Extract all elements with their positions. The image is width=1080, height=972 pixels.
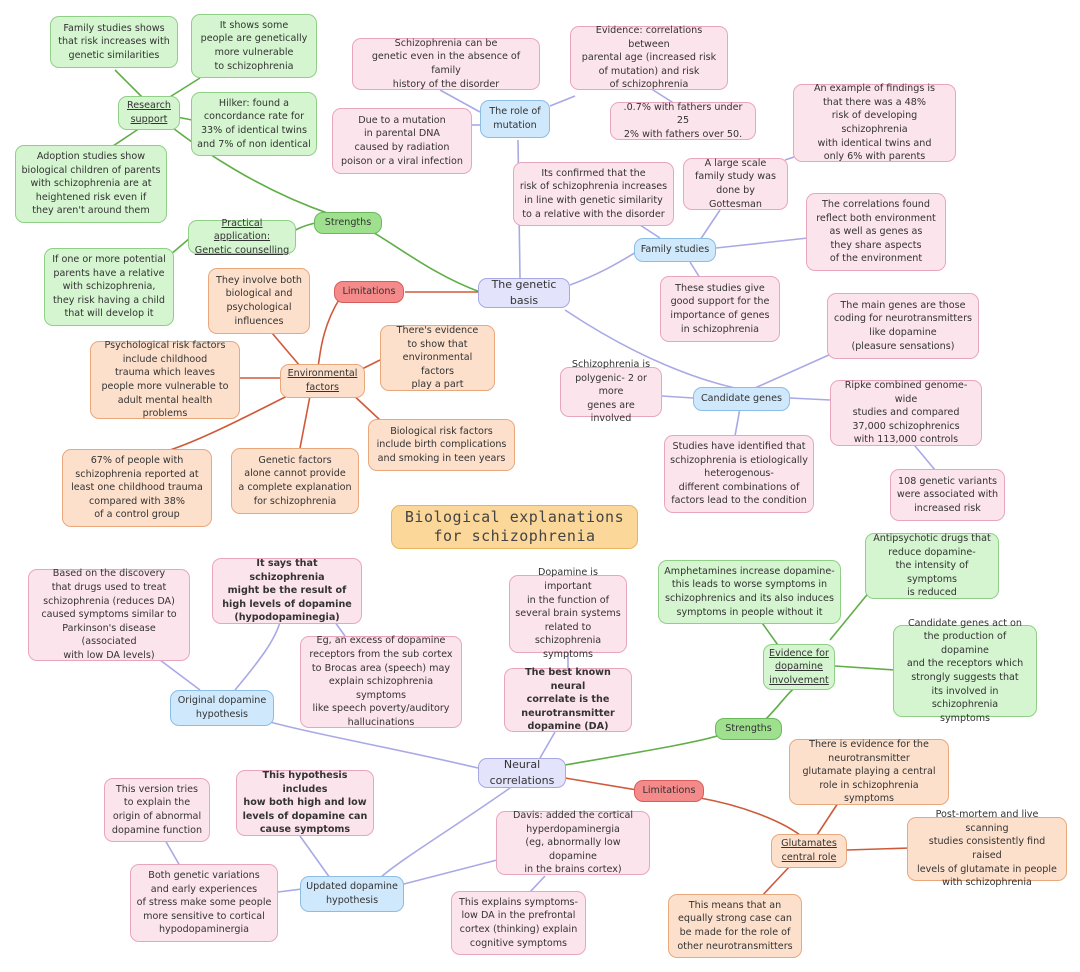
node-davis: Davis: added the cortical hyperdopaminer… <box>496 810 650 875</box>
node-includes-both: This hypothesis includes how both high a… <box>236 770 374 836</box>
node-parental-age: Evidence: correlations between parental … <box>570 25 728 90</box>
node-genetic-alone: Genetic factors alone cannot provide a c… <box>231 448 359 514</box>
node-neural-correlations: Neural correlations <box>478 758 566 788</box>
node-practical-application: Practical application: Genetic counselli… <box>188 218 296 256</box>
node-excess: Eg, an excess of dopamine receptors from… <box>300 635 462 728</box>
node-bio-risk: Biological risk factors include birth co… <box>368 419 515 471</box>
link-research-familystudies <box>114 69 146 101</box>
link-candidate-ripke <box>789 397 831 401</box>
node-updated-dopamine: Updated dopamine hypothesis <box>300 876 404 912</box>
link-strengths-research <box>159 117 331 215</box>
node-variants: 108 genetic variants were associated wit… <box>890 469 1005 521</box>
node-family-studies: Family studies <box>634 238 716 262</box>
link-original-discovery <box>159 659 201 691</box>
link-env-trauma <box>169 391 296 451</box>
node-fathers: .0.7% with fathers under 25 2% with fath… <box>610 102 756 140</box>
link-mutation-age <box>549 95 576 107</box>
node-amphetamines: Amphetamines increase dopamine- this lea… <box>658 560 841 624</box>
node-trauma-67: 67% of people with schizophrenia reporte… <box>62 449 212 527</box>
node-explains-low-da: This explains symptoms- low DA in the pr… <box>451 891 586 955</box>
link-glutamates-equally <box>759 865 791 899</box>
node-main-genes: The main genes are those coding for neur… <box>827 293 979 359</box>
node-ripke: Ripke combined genome-wide studies and c… <box>830 380 982 446</box>
node-original-dopamine: Original dopamine hypothesis <box>170 690 274 726</box>
link-candidate-hetero <box>734 407 741 437</box>
link-family-confirmed <box>639 224 661 239</box>
link-family-gottesman <box>699 209 721 241</box>
link-research-adoption <box>109 127 141 149</box>
link-strengths-evidence <box>764 687 796 721</box>
diagram-title: Biological explanations for schizophreni… <box>391 505 638 549</box>
node-version-tries: This version tries to explain the origin… <box>104 778 210 842</box>
node-discovery: Based on the discovery that drugs used t… <box>28 568 190 661</box>
link-updated-davis <box>399 859 498 886</box>
node-equally-strong: This means that an equally strong case c… <box>668 894 802 958</box>
node-limitations-genetic: Limitations <box>334 281 404 303</box>
link-davis-explains <box>529 875 546 893</box>
node-good-support: These studies give good support for the … <box>660 276 780 342</box>
node-polygenic: Schizophrenia is polygenic- 2 or more ge… <box>560 359 662 424</box>
node-limitations-neural: Limitations <box>634 780 704 802</box>
link-variations-version <box>164 839 181 867</box>
node-more-vulnerable: It shows some people are genetically mor… <box>191 14 317 78</box>
node-strengths-genetic: Strengths <box>314 212 382 234</box>
link-genetic-family <box>569 249 641 286</box>
link-updated-includes <box>299 835 331 879</box>
node-candidate-act: Candidate genes act on the production of… <box>893 618 1037 724</box>
node-dopamine-evidence: Evidence for dopamine involvement <box>763 644 835 690</box>
node-confirmed: Its confirmed that the risk of schizophr… <box>513 162 674 226</box>
node-mutation-cause: Due to a mutation in parental DNA caused… <box>332 108 472 174</box>
node-bio-psych: They involve both biological and psychol… <box>208 268 310 334</box>
node-environmental-factors: Environmental factors <box>280 364 365 398</box>
link-glutamates-evidence <box>814 799 841 839</box>
link-neural-updated <box>379 787 511 879</box>
link-env-biopsych <box>271 332 301 367</box>
node-genetic-no-history: Schizophrenia can be genetic even in the… <box>352 38 540 90</box>
link-family-support <box>689 261 701 279</box>
node-practical-detail: If one or more potential parents have a … <box>44 248 174 326</box>
link-env-geneticalone <box>299 395 311 449</box>
link-evidence-candidate <box>834 665 896 671</box>
link-mutation-nohistory <box>439 89 481 113</box>
link-practical-detail <box>169 237 191 256</box>
node-gottesman: A large scale family study was done by G… <box>683 158 788 210</box>
node-post-mortem: Post-mortem and live scanning studies co… <box>907 809 1067 888</box>
node-dopamine-important: Dopamine is important in the function of… <box>509 567 627 660</box>
node-findings: An example of findings is that there was… <box>793 83 956 162</box>
node-research-support: Research support <box>118 96 180 130</box>
link-limitations-environmental <box>317 297 341 367</box>
node-hilker: Hilker: found a concordance rate for 33%… <box>191 92 317 156</box>
node-genetic-basis: The genetic basis <box>478 278 570 308</box>
node-family-studies-shows: Family studies shows that risk increases… <box>50 16 178 68</box>
node-genetic-variations: Both genetic variations and early experi… <box>130 864 278 942</box>
node-strengths-neural: Strengths <box>715 718 782 740</box>
node-psych-risk: Psychological risk factors include child… <box>90 340 240 419</box>
link-limitations-glutamates <box>699 797 801 836</box>
node-glutamate-evidence: There is evidence for the neurotransmitt… <box>789 739 949 805</box>
node-hyperdopaminergia: It says that schizophrenia might be the … <box>212 558 362 624</box>
link-neural-limitations <box>564 777 638 791</box>
link-neural-strengths <box>564 734 721 766</box>
node-glutamates: Glutamates central role <box>771 834 847 868</box>
link-neural-bestknown <box>539 731 556 759</box>
node-role-of-mutation: The role of mutation <box>480 100 550 138</box>
node-heterogenous: Studies have identified that schizophren… <box>664 435 814 513</box>
node-antipsychotic: Antipsychotic drugs that reduce dopamine… <box>865 533 999 599</box>
node-candidate-genes: Candidate genes <box>693 387 790 411</box>
node-correlations-env: The correlations found reflect both envi… <box>806 193 946 271</box>
link-candidate-polygenic <box>661 395 694 399</box>
link-original-hyper <box>234 621 281 691</box>
node-env-evidence: There's evidence to show that environmen… <box>380 325 495 391</box>
link-candidate-main <box>754 349 841 389</box>
link-age-fathers <box>649 87 676 105</box>
link-glutamates-postmortem <box>846 847 911 851</box>
link-genetic-candidate <box>564 309 736 389</box>
node-adoption: Adoption studies show biological childre… <box>15 145 167 223</box>
link-family-correlations <box>715 237 809 249</box>
node-best-known: The best known neural correlate is the n… <box>504 667 632 732</box>
link-evidence-amph <box>759 619 781 649</box>
